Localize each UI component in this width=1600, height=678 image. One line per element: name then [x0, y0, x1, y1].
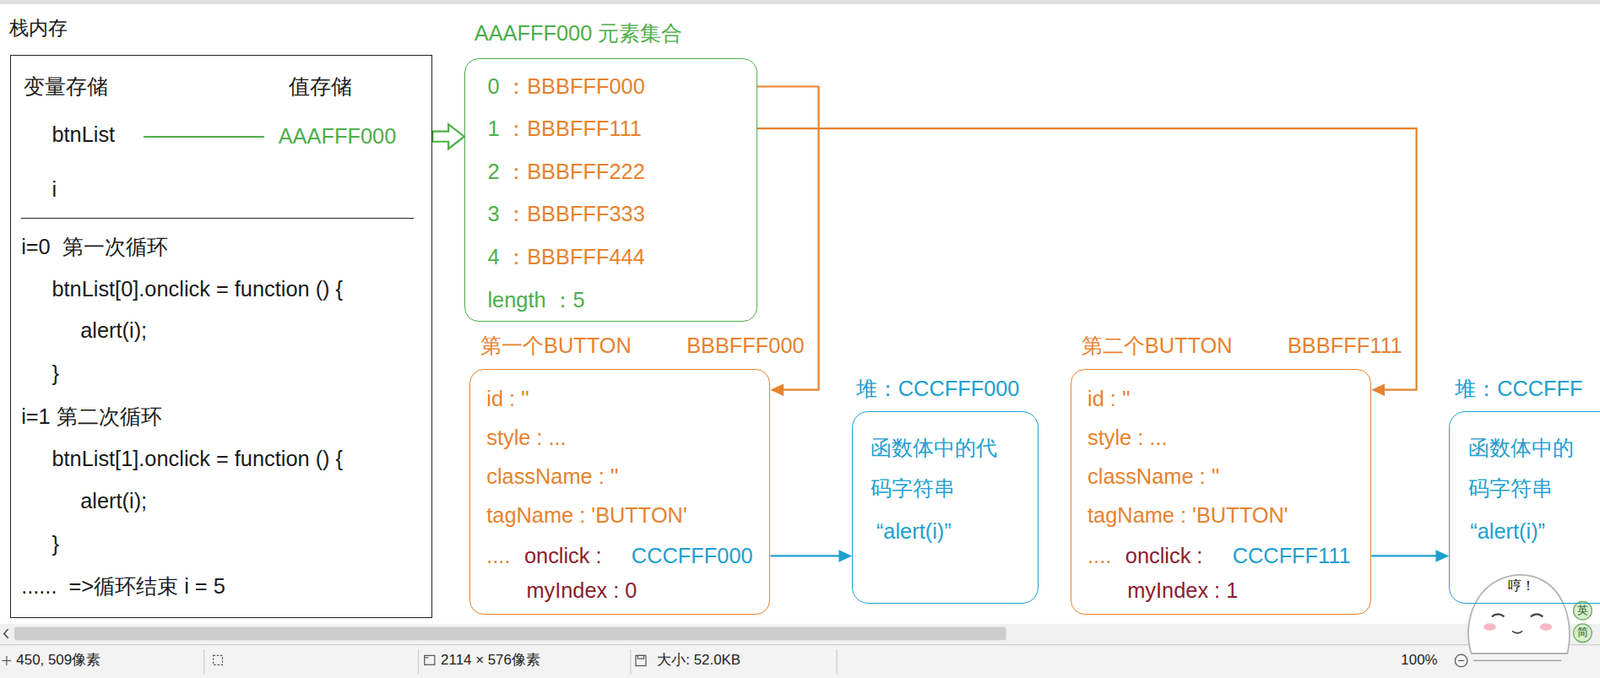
heap-function-box: 堆：CCCFFF函数体中的码字符串“alert(i)” [1448, 411, 1600, 604]
box-text: 函数体中的码字符串 [1468, 427, 1580, 509]
box-text: 2 [487, 158, 499, 185]
box-text: 0 [487, 73, 499, 99]
box-text: length ：5 [487, 287, 585, 313]
box-heading: 栈内存 [9, 16, 68, 41]
scrollbar-track [0, 623, 1600, 645]
pointer-arrow [757, 128, 1417, 396]
divider-line [21, 217, 414, 219]
scroll-arrow [4, 629, 9, 639]
box-text: tagName : 'BUTTON' [1087, 502, 1289, 528]
box-text: 函数体中的代码字符串 [870, 427, 1004, 509]
box-text: ：BBBFFF222 [505, 158, 646, 185]
box-heading: 堆：CCCFFF [1454, 375, 1583, 402]
box-text: CCCFFF111 [1232, 542, 1351, 569]
box-text: 3 [487, 200, 499, 227]
box-text: onclick : [1125, 542, 1204, 569]
side-icon-text: 英 [1577, 603, 1589, 618]
side-icons [1573, 601, 1593, 642]
status-icons [1, 654, 1562, 668]
arrow-head [838, 549, 852, 563]
status-separators [204, 649, 837, 674]
scrollbar-thumb [14, 627, 1007, 641]
pointer-line [143, 135, 265, 138]
pointer-arrow [1371, 549, 1449, 563]
box-heading: AAAFFF000 元素集合 [474, 20, 684, 46]
heap-function-box: 堆：CCCFFF000函数体中的代码字符串“alert(i)” [851, 411, 1039, 604]
box-text: 1 [487, 115, 499, 142]
box-text: 变量存储 [23, 73, 109, 99]
box-heading: BBBFFF111 [1287, 332, 1403, 358]
box-text: ...... =>循环结束 i = 5 [21, 573, 226, 599]
box-heading: 第二个BUTTON [1081, 332, 1233, 358]
sticker-text: 哼！ [1507, 577, 1535, 594]
top-band [0, 0, 1600, 5]
button-object-box: 第二个BUTTONBBBFFF111id : ''style : ...clas… [1070, 368, 1373, 614]
box-text: .... [1087, 542, 1112, 569]
box-text: alert(i); [80, 317, 147, 343]
box-text: .... [486, 542, 510, 569]
box-text: onclick : [524, 542, 603, 569]
box-text: id : '' [1087, 385, 1131, 412]
arrow-head [1435, 549, 1449, 563]
box-text: ：BBBFFF111 [505, 115, 642, 142]
box-heading: 堆：CCCFFF000 [856, 375, 1020, 402]
box-text: i [51, 176, 57, 202]
box-text: className : '' [486, 463, 619, 489]
box-text: id : '' [486, 385, 530, 412]
box-text: CCCFFF000 [631, 542, 754, 569]
box-text: tagName : 'BUTTON' [486, 502, 688, 528]
box-text: btnList[0].onclick = function () { [51, 276, 343, 302]
box-text: ：BBBFFF333 [505, 200, 646, 227]
status-text: 大小: 52.0KB [656, 651, 741, 669]
box-text: ：BBBFFF444 [505, 244, 646, 270]
status-text: 450, 509像素 [16, 651, 101, 669]
element-collection-box: AAAFFF000 元素集合0：BBBFFF0001：BBBFFF1112：BB… [464, 58, 758, 322]
box-text: style : ... [1087, 424, 1167, 451]
box-text: myIndex : 0 [526, 577, 637, 603]
box-text: myIndex : 1 [1127, 577, 1238, 603]
box-text: style : ... [486, 424, 566, 451]
hollow-arrow [432, 124, 464, 149]
side-icon-text: 简 [1577, 625, 1589, 640]
arrow-head [1371, 383, 1385, 396]
stack-memory-box: 栈内存变量存储值存储btnListAAAFFF000ii=0 第一次循环btnL… [10, 54, 433, 619]
box-text: btnList[1].onclick = function () { [51, 445, 343, 472]
status-bar [0, 644, 1600, 678]
box-text: 值存储 [288, 73, 353, 99]
box-text: AAAFFF000 [278, 123, 397, 149]
status-bar-edge [0, 644, 1600, 646]
status-text: 100% [1400, 651, 1438, 669]
box-text: 4 [487, 244, 499, 270]
pointer-arrow [770, 549, 852, 563]
box-text: } [51, 531, 59, 557]
box-text: i=0 第一次循环 [21, 233, 169, 260]
box-text: i=1 第二次循环 [21, 403, 163, 429]
box-text: alert(i); [80, 488, 147, 514]
box-text: “alert(i)” [876, 518, 952, 544]
box-heading: BBBFFF000 [686, 332, 805, 358]
box-text: ：BBBFFF000 [505, 73, 646, 99]
arrow-head [770, 383, 784, 396]
box-heading: 第一个BUTTON [480, 332, 632, 358]
box-text: “alert(i)” [1469, 518, 1546, 544]
box-text: } [51, 360, 59, 386]
box-text: btnList [51, 121, 115, 147]
sticker-mascot [1468, 574, 1570, 654]
status-text: 2114 × 576像素 [440, 651, 541, 669]
box-text: className : '' [1087, 463, 1220, 489]
button-object-box: 第一个BUTTONBBBFFF000id : ''style : ...clas… [469, 368, 771, 614]
